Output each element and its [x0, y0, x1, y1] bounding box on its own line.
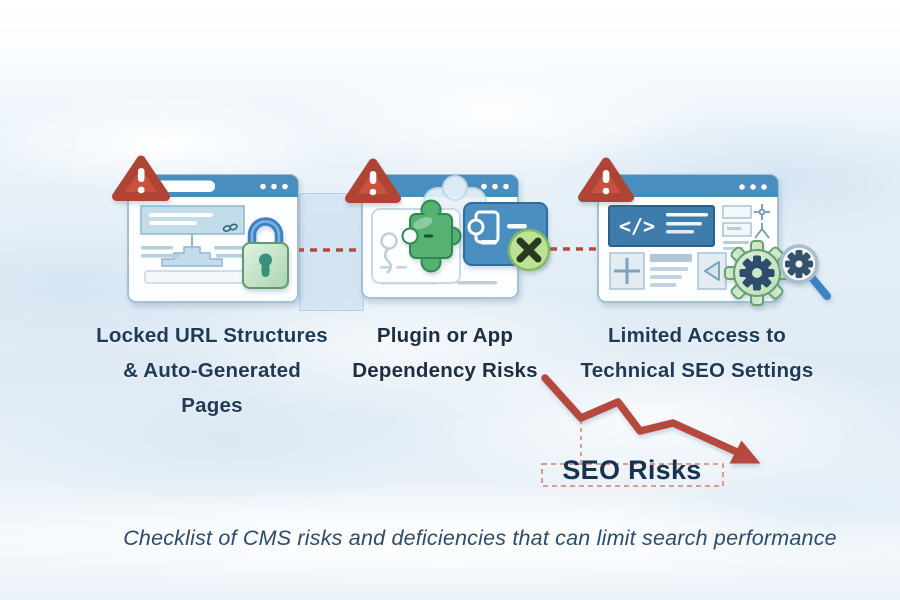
panel-label-line: Locked URL Structures: [96, 324, 328, 347]
page-footer-block: [144, 270, 252, 284]
window-dots: [739, 184, 767, 190]
lock-icon: [242, 217, 289, 289]
caption: Checklist of CMS risks and deficiencies …: [123, 526, 837, 550]
panel-label-line: Technical SEO Settings: [580, 359, 814, 382]
warning-icon-3: [578, 157, 634, 202]
text-block: [650, 254, 692, 287]
code-glyph: </>: [619, 214, 655, 238]
gear-icon: [724, 240, 790, 306]
panel-label-technical-seo: Limited Access to Technical SEO Settings: [577, 318, 817, 388]
panel-label-line: & Auto-Generated Pages: [123, 359, 301, 417]
link-icon: [222, 223, 238, 232]
code-icon: </>: [608, 205, 715, 247]
panel-label-plugin-dependency: Plugin or App Dependency Risks: [345, 318, 545, 388]
page-hero-block: [140, 205, 245, 235]
play-icon: [697, 252, 727, 290]
glass-pane-decoration: [299, 193, 364, 311]
sitemap-icon: [141, 234, 244, 267]
settings-column: [722, 204, 770, 250]
puzzle-icon: [401, 199, 462, 273]
panel-label-locked-urls: Locked URL Structures & Auto-Generated P…: [92, 318, 332, 423]
seo-risks-label: SEO Risks: [562, 455, 702, 485]
plus-icon: [609, 252, 645, 290]
sparkle-icon: [754, 204, 770, 220]
branch-icon: [754, 223, 770, 239]
panel-label-line: Plugin or App: [376, 324, 514, 347]
panel-label-line: Dependency Risks: [352, 359, 538, 382]
error-x-icon: [507, 228, 551, 272]
warning-icon-1: [112, 155, 170, 201]
window-dots: [481, 183, 509, 190]
warning-icon-2: [345, 158, 401, 203]
declining-arrow-icon: [541, 374, 761, 464]
panel-label-line: Limited Access to: [607, 324, 787, 347]
seo-risks-dashed-box: [541, 420, 724, 487]
window-dots: [260, 183, 288, 190]
search-gear-icon: [779, 244, 831, 300]
window-titlebar: [598, 175, 778, 197]
